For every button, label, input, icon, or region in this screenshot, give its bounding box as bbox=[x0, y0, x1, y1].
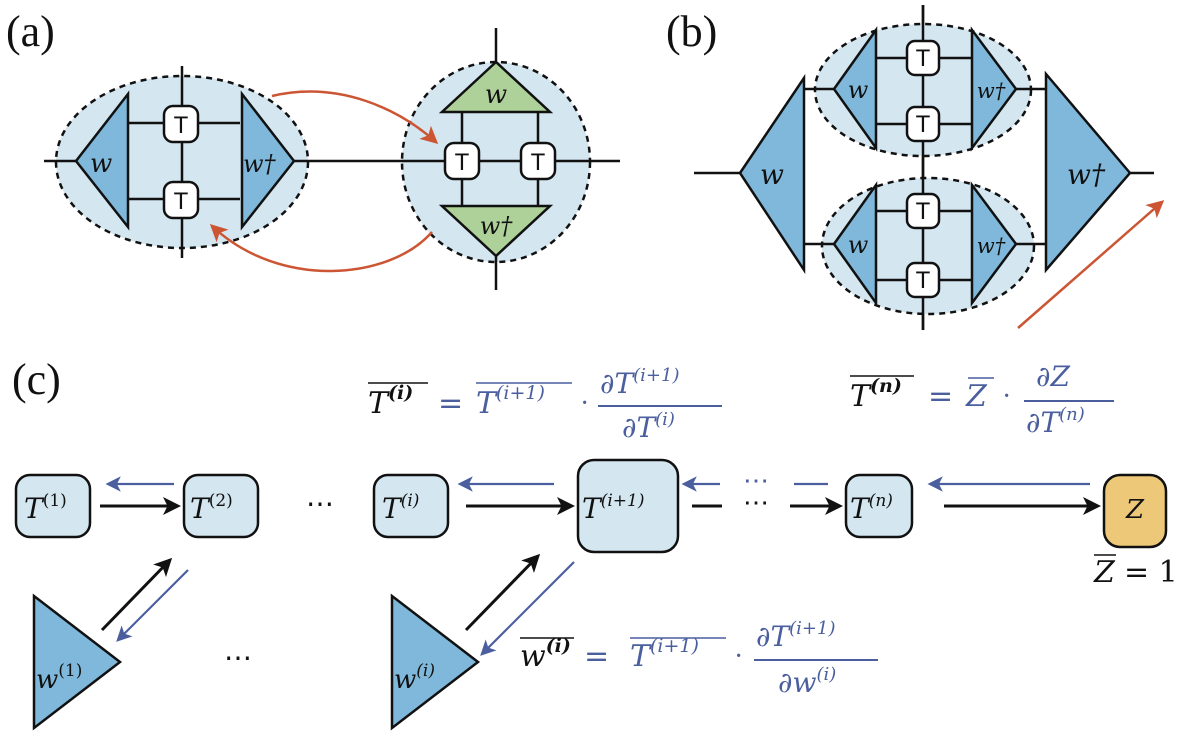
isometry-w-label: w bbox=[485, 80, 507, 110]
isometry-w-label: w bbox=[848, 76, 869, 104]
eq-numerator: ∂T(i+1) bbox=[756, 618, 836, 653]
panel-b: (b) w w† w w† T T w w† T bbox=[666, 5, 1165, 330]
tensor-T-label: T bbox=[916, 198, 931, 225]
node-T-i bbox=[372, 473, 450, 539]
tensor-T-label: T bbox=[916, 267, 931, 294]
eq-rhs: T(i+1) bbox=[476, 382, 545, 421]
eq-equals: = bbox=[584, 639, 609, 674]
forward-arrow bbox=[100, 557, 173, 632]
isometry-w-dagger-green bbox=[438, 204, 554, 258]
node-T-1-label: T(1) bbox=[24, 491, 67, 525]
iteration-arrow bbox=[209, 224, 433, 273]
ellipsis: ⋯ bbox=[224, 643, 252, 674]
backward-arrow bbox=[116, 569, 189, 642]
panel-a: (a) w w† T T w bbox=[6, 7, 620, 290]
eq-denominator: ∂T(n) bbox=[1026, 404, 1085, 439]
isometry-w-i-label: w(i) bbox=[394, 661, 435, 695]
panel-a-label: (a) bbox=[6, 7, 55, 56]
iteration-arrow bbox=[1017, 200, 1165, 329]
node-T-n bbox=[844, 473, 914, 539]
tensor-T-label: T bbox=[916, 111, 931, 138]
tensor-T bbox=[519, 141, 557, 181]
isometry-w bbox=[832, 26, 878, 152]
eq-equals: = bbox=[438, 386, 463, 421]
isometry-w-label: w bbox=[848, 231, 869, 259]
eq-dot: · bbox=[734, 641, 743, 672]
isometry-w-dagger-label: w† bbox=[977, 234, 1006, 258]
eq-denominator: ∂T(i) bbox=[622, 409, 675, 444]
isometry-w-dagger-large bbox=[1044, 70, 1132, 274]
equation-T-n: T(n) = Z · ∂Z ∂T(n) bbox=[850, 360, 1114, 439]
tensor-T bbox=[162, 104, 200, 144]
tensor-T-label: T bbox=[531, 149, 546, 176]
isometry-w-green bbox=[438, 60, 554, 114]
isometry-w-dagger bbox=[970, 26, 1018, 152]
isometry-w-dagger-label: w† bbox=[243, 150, 277, 178]
tensor-T bbox=[905, 192, 941, 230]
tensor-T-label: T bbox=[174, 112, 189, 139]
tensor-T-label: T bbox=[916, 45, 931, 72]
isometry-w-i bbox=[390, 593, 481, 731]
node-T-1 bbox=[14, 473, 92, 539]
z-bar-value: = 1 bbox=[1124, 555, 1178, 590]
isometry-w-1-label: w(1) bbox=[36, 661, 82, 695]
vertical-coarse-grain-block: w w† T T bbox=[326, 28, 620, 290]
eq-dot: · bbox=[1002, 381, 1011, 412]
isometry-w-1 bbox=[32, 593, 123, 731]
panel-c-label: (c) bbox=[12, 355, 61, 404]
isometry-w-dagger-label: w† bbox=[480, 212, 514, 240]
tensor-T bbox=[443, 141, 481, 181]
isometry-w-label: w bbox=[90, 149, 112, 179]
eq-lhs: T(i) bbox=[368, 382, 413, 421]
tensor-T bbox=[905, 261, 941, 299]
ellipsis: ⋯ bbox=[306, 489, 334, 520]
z-bar-label: Z bbox=[1093, 555, 1116, 590]
eq-numerator: ∂T(i+1) bbox=[600, 365, 680, 400]
equation-T-i: T(i) = T(i+1) · ∂T(i+1) ∂T(i) bbox=[368, 365, 722, 444]
eq-lhs: T(n) bbox=[850, 375, 902, 414]
backward-arrow bbox=[480, 561, 575, 656]
eq-lhs: w(i) bbox=[520, 635, 571, 674]
isometry-w-label: w bbox=[760, 158, 784, 191]
isometry-w bbox=[832, 181, 878, 307]
isometry-w-dagger bbox=[240, 90, 296, 231]
node-T-2 bbox=[182, 473, 260, 539]
panel-b-label: (b) bbox=[666, 7, 717, 56]
node-T-i-plus-1-label: T(i+1) bbox=[582, 491, 644, 525]
isometry-w bbox=[74, 90, 130, 231]
isometry-w-large bbox=[738, 73, 806, 275]
forward-arrow bbox=[464, 553, 541, 632]
equation-w-i: w(i) = T(i+1) · ∂T(i+1) ∂w(i) bbox=[520, 618, 878, 699]
tensor-T bbox=[905, 39, 941, 77]
panel-c: (c) T(i) = T(i+1) · ∂T(i+1) ∂T(i) T(n) =… bbox=[12, 355, 1178, 731]
isometry-w-dagger-label: w† bbox=[1067, 158, 1106, 191]
tensor-T-label: T bbox=[174, 188, 189, 215]
node-Z bbox=[1102, 473, 1168, 549]
horizontal-coarse-grain-block: w w† T T bbox=[44, 66, 326, 258]
isometry-w-dagger-label: w† bbox=[977, 79, 1006, 103]
iteration-arrow bbox=[271, 90, 439, 144]
node-T-n-label: T(n) bbox=[850, 491, 893, 525]
eq-denominator: ∂w(i) bbox=[778, 664, 836, 699]
node-T-i-plus-1 bbox=[576, 458, 680, 554]
eq-dot: · bbox=[580, 388, 589, 419]
node-T-i-label: T(i) bbox=[382, 491, 419, 525]
eq-equals: = bbox=[928, 379, 953, 414]
tensor-T bbox=[905, 105, 941, 143]
isometry-w-dagger bbox=[970, 181, 1018, 307]
tensor-T bbox=[162, 180, 200, 220]
ellipsis: ⋯ bbox=[743, 488, 769, 517]
tensor-T-label: T bbox=[455, 149, 470, 176]
eq-rhs: Z bbox=[965, 379, 988, 414]
node-Z-label: Z bbox=[1125, 495, 1145, 525]
eq-rhs: T(i+1) bbox=[630, 635, 699, 674]
ellipsis: ⋯ bbox=[743, 466, 769, 495]
eq-numerator: ∂Z bbox=[1036, 360, 1070, 393]
node-T-2-label: T(2) bbox=[190, 491, 233, 525]
